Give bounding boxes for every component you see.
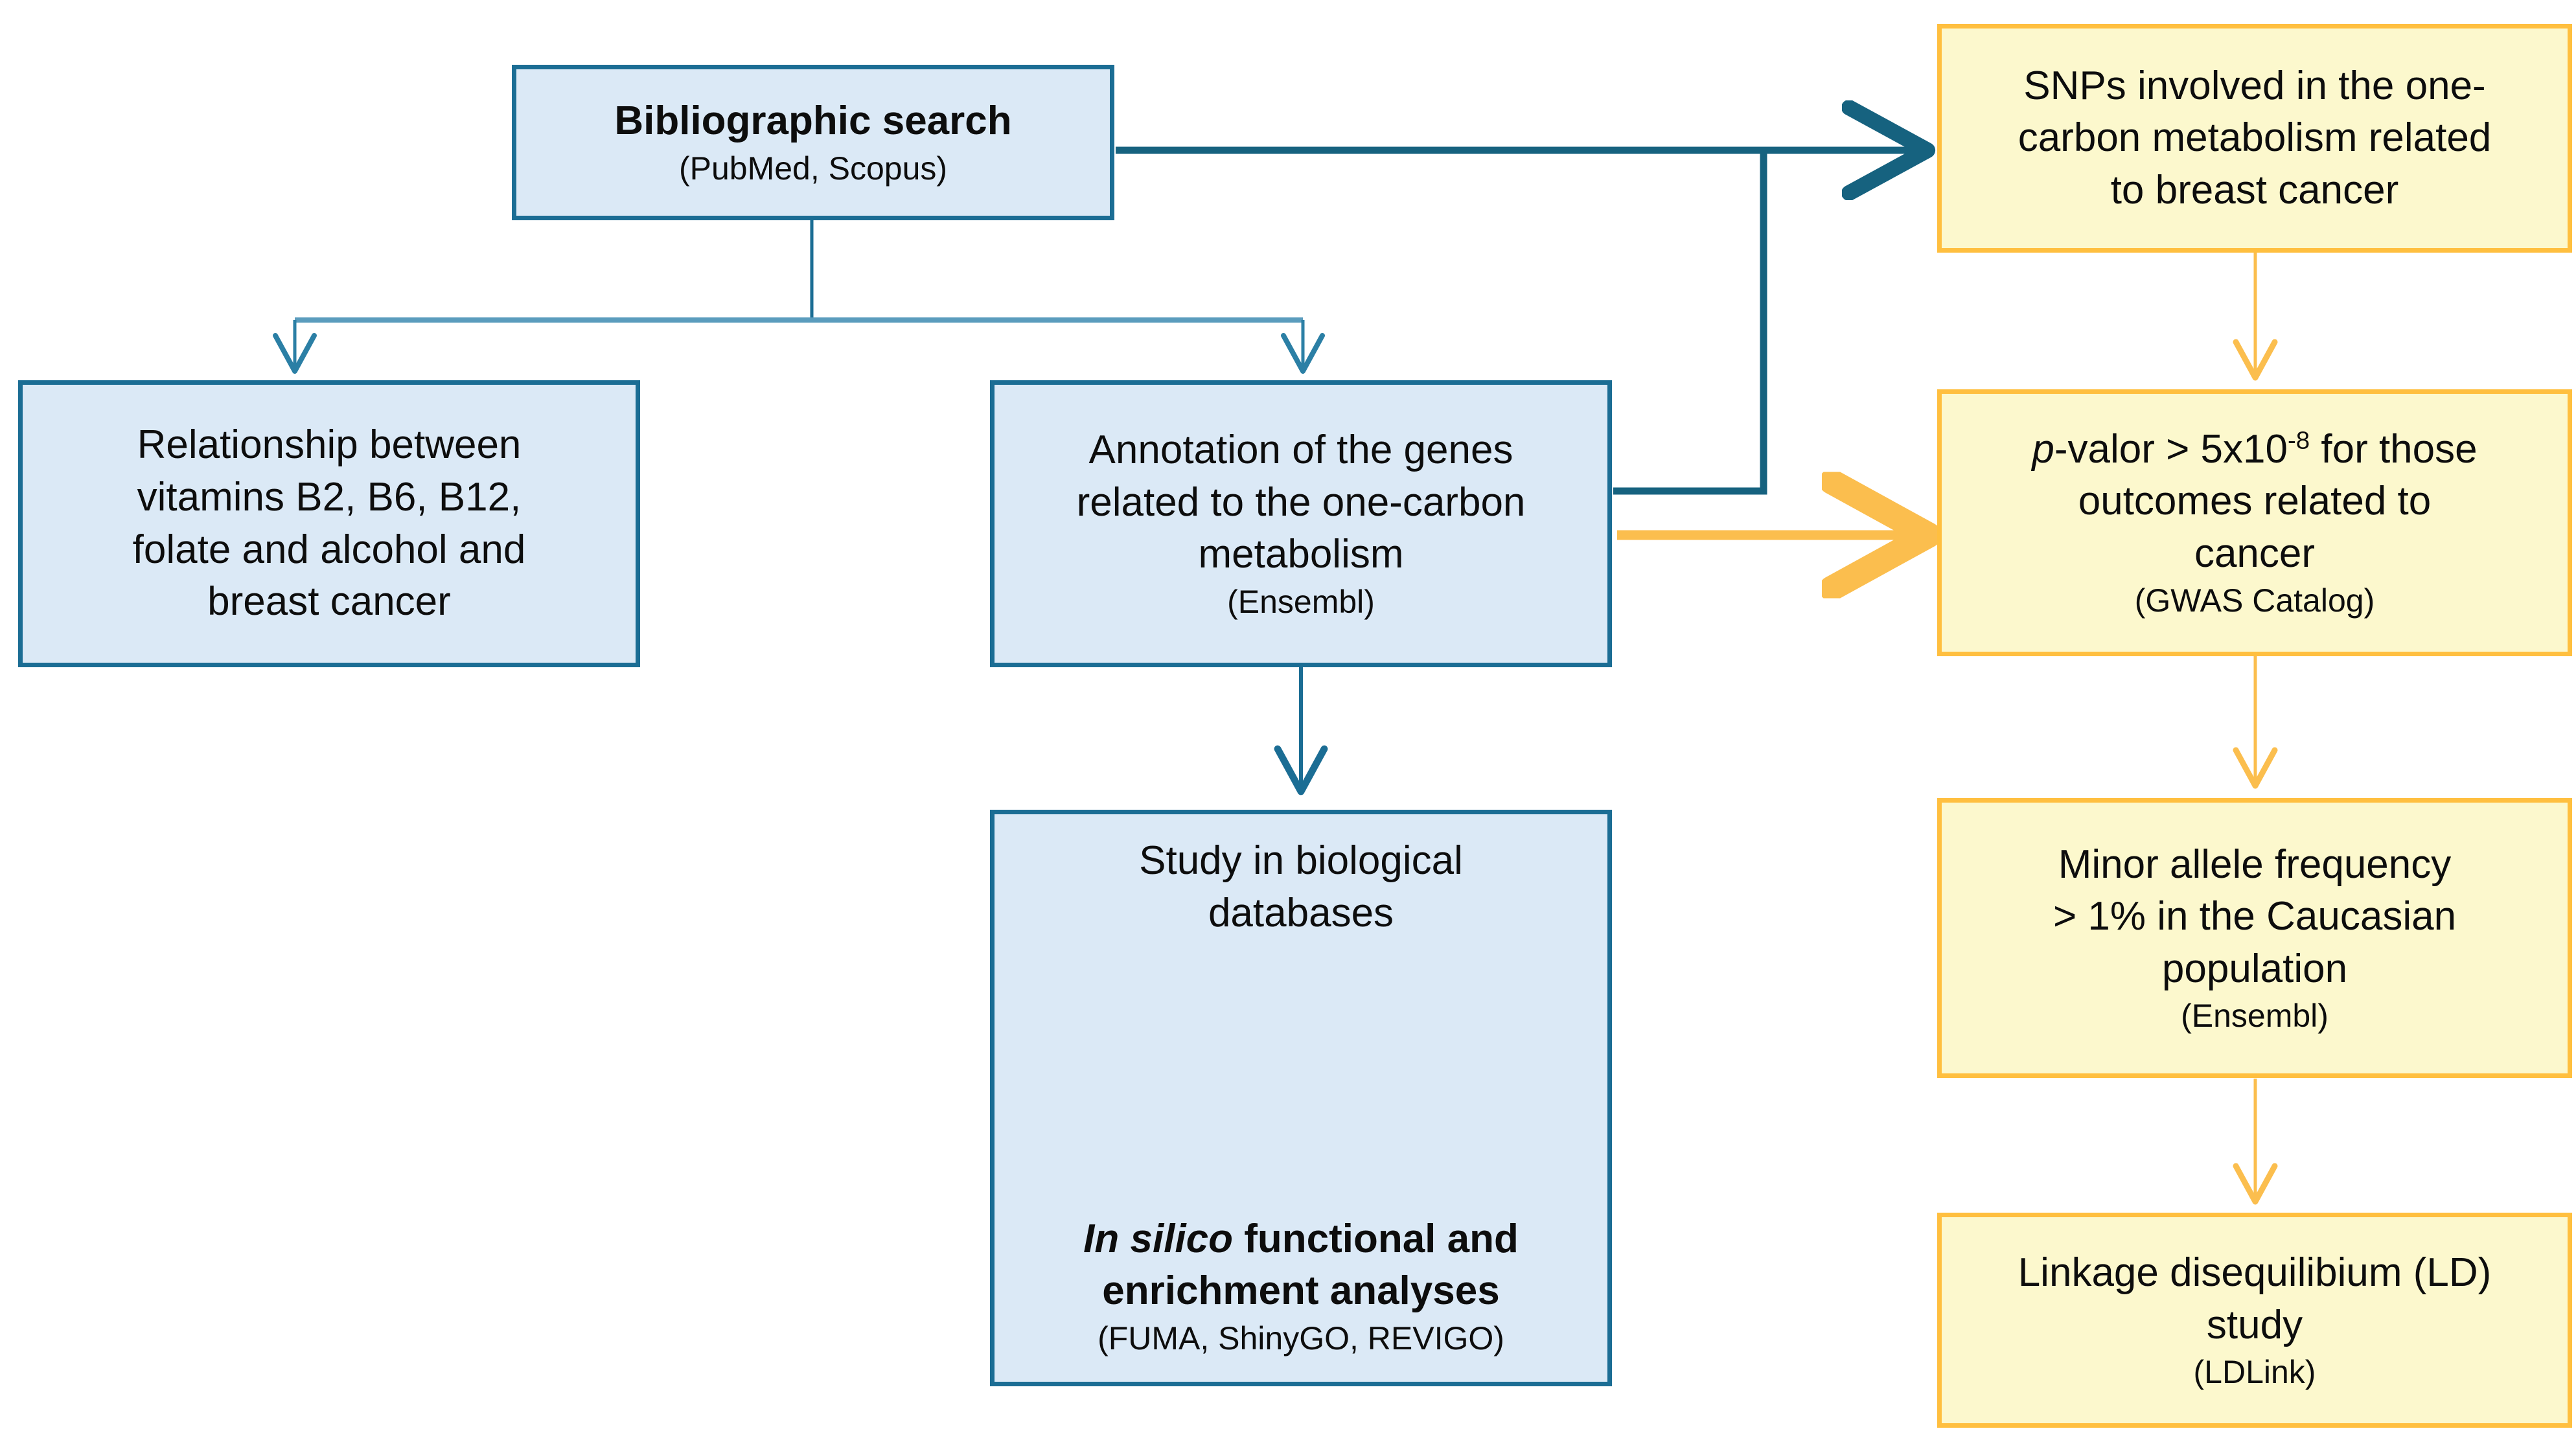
in-silico-analyses-line-2: enrichment analyses <box>1102 1268 1500 1314</box>
node-snps-one-carbon[interactable]: SNPs involved in the one- carbon metabol… <box>1937 24 2572 253</box>
annotation-genes-line-1: Annotation of the genes <box>1088 428 1513 473</box>
minor-allele-frequency-line-1: Minor allele frequency <box>2058 841 2452 887</box>
p-valor-expression: -valor > 5x10 <box>2054 426 2288 472</box>
relationship-vitamins-line-4: breast cancer <box>207 579 451 624</box>
p-valor-italic-p: p <box>2032 426 2054 472</box>
bibliographic-search-title: Bibliographic search <box>614 98 1012 144</box>
p-valor-threshold-line-2: outcomes related to <box>2078 479 2432 524</box>
snps-one-carbon-line-1: SNPs involved in the one- <box>2023 63 2486 108</box>
p-valor-threshold-line-1: p-valor > 5x10-8 for those <box>1942 424 2568 476</box>
node-p-valor-threshold[interactable]: p-valor > 5x10-8 for those outcomes rela… <box>1937 389 2572 656</box>
edge-bibliographic-split <box>273 220 1325 374</box>
p-valor-exponent: -8 <box>2287 426 2310 454</box>
linkage-disequilibrium-line-2: study <box>2206 1302 2303 1347</box>
minor-allele-frequency-line-2: > 1% in the Caucasian <box>2053 894 2457 939</box>
minor-allele-frequency-source: (Ensembl) <box>2181 998 2329 1035</box>
annotation-genes-line-3: metabolism <box>1198 532 1404 577</box>
in-silico-analyses-tools: (FUMA, ShinyGO, REVIGO) <box>1098 1320 1504 1356</box>
node-annotation-genes[interactable]: Annotation of the genes related to the o… <box>990 380 1612 667</box>
p-valor-tail: for those <box>2310 426 2478 472</box>
node-study-biological-databases[interactable]: Study in biological databases In silico … <box>990 810 1612 1386</box>
node-linkage-disequilibrium[interactable]: Linkage disequilibium (LD) study (LDLink… <box>1937 1213 2572 1428</box>
linkage-disequilibrium-source: (LDLink) <box>2193 1354 2316 1391</box>
p-valor-threshold-source: (GWAS Catalog) <box>2134 582 2375 619</box>
p-valor-threshold-line-3: cancer <box>2194 531 2316 576</box>
node-bibliographic-search[interactable]: Bibliographic search (PubMed, Scopus) <box>512 65 1114 220</box>
annotation-genes-source: (Ensembl) <box>1227 583 1375 620</box>
relationship-vitamins-line-2: vitamins B2, B6, B12, <box>137 474 522 520</box>
snps-one-carbon-line-3: to breast cancer <box>2110 167 2399 212</box>
study-databases-line-1: Study in biological <box>1139 838 1463 883</box>
edge-annotation-to-snps <box>1613 154 1767 495</box>
study-databases-line-2: databases <box>1208 890 1394 935</box>
minor-allele-frequency-line-3: population <box>2161 946 2348 991</box>
in-silico-analyses-line-1: In silico functional and <box>995 1213 1607 1266</box>
relationship-vitamins-line-3: folate and alcohol and <box>132 527 526 572</box>
annotation-genes-line-2: related to the one-carbon <box>1076 479 1526 525</box>
in-silico-rest-label: functional and <box>1232 1216 1519 1261</box>
snps-one-carbon-line-2: carbon metabolism related <box>2018 115 2492 161</box>
node-minor-allele-frequency[interactable]: Minor allele frequency > 1% in the Cauca… <box>1937 798 2572 1078</box>
bibliographic-search-sources: (PubMed, Scopus) <box>678 150 948 187</box>
linkage-disequilibrium-line-1: Linkage disequilibium (LD) <box>2018 1250 2492 1295</box>
node-relationship-vitamins[interactable]: Relationship between vitamins B2, B6, B1… <box>18 380 640 667</box>
in-silico-italic-label: In silico <box>1083 1216 1233 1261</box>
relationship-vitamins-line-1: Relationship between <box>137 422 522 468</box>
